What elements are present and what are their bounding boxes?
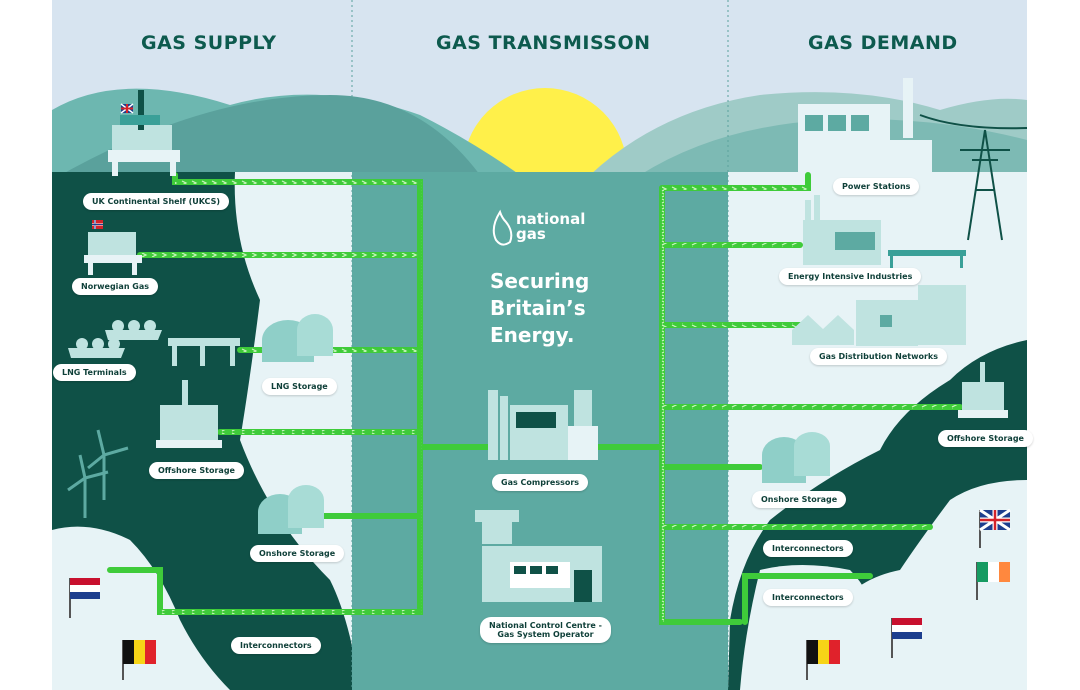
label-lng-storage: LNG Storage xyxy=(262,378,337,396)
power-station-icon xyxy=(798,78,932,172)
belgium-flag-demand-icon xyxy=(806,640,840,680)
label-interconnectors-demand-2: Interconnectors xyxy=(763,589,853,607)
label-norwegian-gas: Norwegian Gas xyxy=(72,278,159,296)
ukcs-platform-icon xyxy=(108,90,180,176)
belgium-flag-icon xyxy=(122,640,156,680)
label-interconnectors-demand-1: Interconnectors xyxy=(763,540,853,558)
label-power-stations: Power Stations xyxy=(833,178,920,196)
lng-storage-icon xyxy=(262,314,333,362)
label-gas-distribution-networks: Gas Distribution Networks xyxy=(810,348,947,366)
label-interconnectors-supply: Interconnectors xyxy=(231,637,321,655)
brand-line-1: national xyxy=(516,210,586,228)
control-centre-icon xyxy=(475,510,602,602)
transmission-heading: GAS TRANSMISSON xyxy=(436,32,651,54)
demand-heading: GAS DEMAND xyxy=(808,32,958,54)
wind-turbines-icon xyxy=(67,429,129,518)
label-onshore-storage-demand: Onshore Storage xyxy=(752,491,847,509)
label-lng-terminals: LNG Terminals xyxy=(53,364,136,382)
uk-flag-icon xyxy=(979,508,1011,548)
supply-coast xyxy=(52,526,230,690)
norwegian-platform-icon xyxy=(84,220,142,275)
label-control-centre-line-1: National Control Centre - xyxy=(489,621,602,630)
supply-heading: GAS SUPPLY xyxy=(141,32,277,54)
tagline: Securing Britain’s Energy. xyxy=(490,268,620,349)
tagline-line-1: Securing xyxy=(490,269,590,293)
tagline-line-3: Energy. xyxy=(490,323,575,347)
netherlands-flag-demand-icon xyxy=(891,618,922,658)
label-control-centre-line-2: Gas System Operator xyxy=(497,630,594,640)
label-onshore-storage-supply: Onshore Storage xyxy=(250,545,345,563)
netherlands-flag-icon xyxy=(69,578,100,618)
gas-compressors-icon xyxy=(488,390,598,460)
national-gas-logo-icon xyxy=(492,209,513,246)
distribution-networks-icon xyxy=(792,285,966,346)
pylon-icon xyxy=(919,114,1028,241)
onshore-storage-supply-icon xyxy=(258,485,324,534)
label-ukcs: UK Continental Shelf (UKCS) xyxy=(83,193,229,211)
ireland-flag-icon xyxy=(976,562,1010,600)
label-offshore-storage-demand: Offshore Storage xyxy=(938,430,1033,448)
brand-wordmark: national gas xyxy=(516,212,585,242)
lng-jetty-icon xyxy=(168,338,240,366)
label-control-centre: National Control Centre - Gas System Ope… xyxy=(480,617,611,644)
label-energy-intensive-industries: Energy Intensive Industries xyxy=(779,268,922,286)
industries-icon xyxy=(803,195,966,268)
offshore-storage-supply-icon xyxy=(156,380,222,448)
offshore-storage-demand-icon xyxy=(958,362,1008,418)
onshore-storage-demand-icon xyxy=(762,432,830,483)
brand-line-2: gas xyxy=(516,225,546,243)
lng-ships-icon xyxy=(68,320,162,358)
label-gas-compressors: Gas Compressors xyxy=(492,474,589,492)
label-offshore-storage-supply: Offshore Storage xyxy=(149,462,244,480)
tagline-line-2: Britain’s xyxy=(490,296,586,320)
